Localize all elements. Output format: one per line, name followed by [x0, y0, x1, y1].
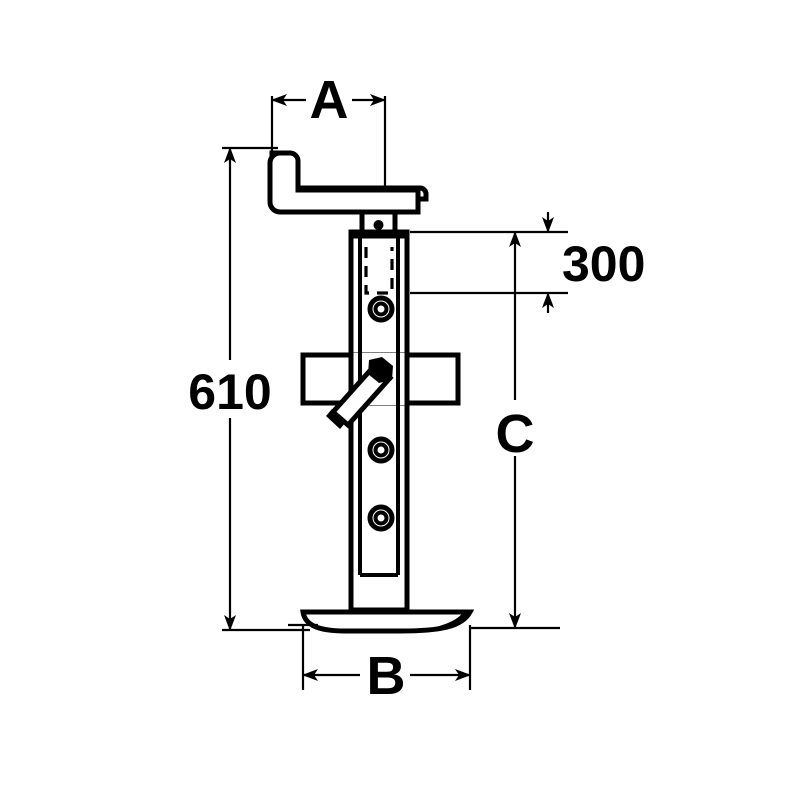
adjustment-hole-top	[367, 295, 395, 323]
locking-pin-lever	[326, 357, 394, 429]
dimension-a-label: A	[310, 70, 349, 130]
dimension-b-label: B	[367, 646, 406, 706]
dimension-c: C	[470, 231, 560, 630]
locking-pin-tail	[326, 409, 346, 429]
crank-handle-outline	[267, 150, 421, 215]
dimension-300: 300	[410, 212, 645, 313]
locking-pin-hex-head	[368, 357, 393, 383]
adjustment-hole-lower-inner	[373, 510, 389, 526]
adjustment-hole-middle-inner	[373, 442, 389, 458]
pivot-bolt-hole	[373, 220, 384, 230]
dimension-300-label: 300	[562, 236, 645, 292]
adjustment-hole-top-inner	[373, 301, 389, 317]
foot-plate-shading	[424, 612, 470, 630]
foot-plate-body	[300, 609, 475, 634]
crank-handle	[267, 150, 429, 215]
dimension-b: B	[288, 623, 472, 706]
hidden-detail-lines	[364, 247, 394, 295]
inner-tube	[348, 229, 410, 613]
dimension-c-label: C	[496, 404, 535, 464]
adjustment-hole-middle	[367, 436, 395, 464]
foot-plate	[300, 609, 475, 634]
dimension-610-label: 610	[188, 364, 271, 420]
dimension-610: 610	[188, 146, 310, 632]
adjustment-hole-lower	[367, 504, 395, 532]
dimension-a: A	[270, 70, 387, 200]
